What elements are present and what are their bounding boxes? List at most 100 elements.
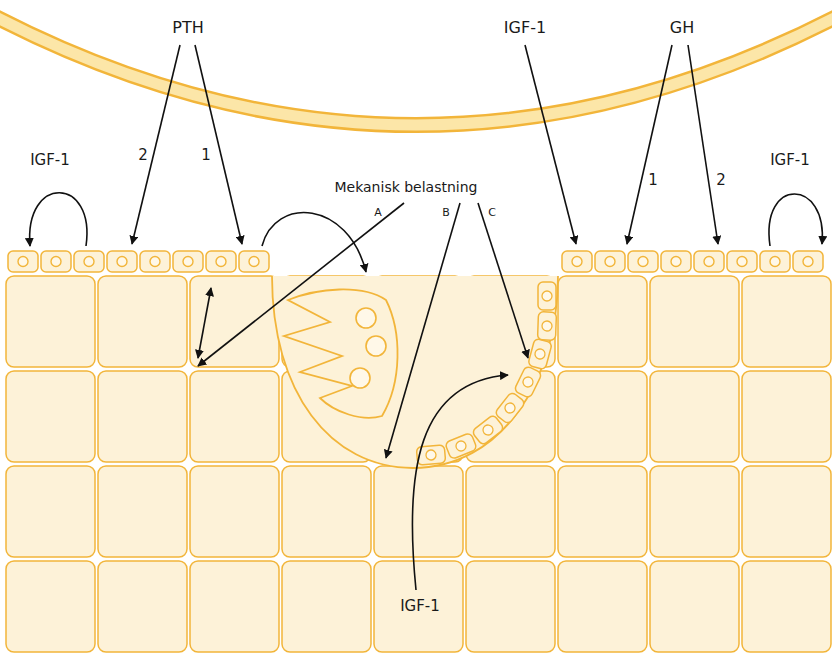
arrow <box>525 45 576 244</box>
nucleus <box>770 257 780 267</box>
bone-block <box>6 466 95 557</box>
arrow <box>30 193 87 246</box>
arrow <box>627 45 672 244</box>
osteoblast <box>538 282 556 310</box>
bone-block <box>742 466 831 557</box>
bone-block <box>190 276 279 367</box>
nucleus <box>638 257 648 267</box>
nucleus <box>150 257 160 267</box>
bone-block <box>6 276 95 367</box>
lining-cell <box>140 251 170 272</box>
nucleus <box>356 308 376 328</box>
lining-cell <box>206 251 236 272</box>
bone-matrix <box>6 276 831 652</box>
bone-block <box>466 561 555 652</box>
osteoblast-cell <box>445 432 478 459</box>
vessel-band <box>0 14 832 125</box>
osteoblast-cell <box>514 365 542 398</box>
bone-block <box>190 371 279 462</box>
bone-block <box>742 371 831 462</box>
nucleus <box>183 257 193 267</box>
nucleus <box>572 257 582 267</box>
osteoblast-cell <box>494 391 525 424</box>
text-label: IGF-1 <box>504 19 546 37</box>
text-label: 1 <box>201 147 211 164</box>
nucleus <box>503 401 517 415</box>
text-label: A <box>374 207 382 219</box>
nucleus <box>671 257 681 267</box>
vessel-band <box>0 14 832 125</box>
lining-cell <box>628 251 658 272</box>
osteoblast-cell <box>471 414 504 445</box>
nucleus <box>542 291 552 301</box>
arrow <box>262 213 366 272</box>
bone-block <box>98 276 187 367</box>
bone-block <box>466 466 555 557</box>
nucleus <box>454 439 467 452</box>
osteoblast <box>538 312 557 341</box>
bone-block <box>282 466 371 557</box>
nucleus <box>249 257 259 267</box>
lining-cell <box>173 251 203 272</box>
lining-cell <box>107 251 137 272</box>
lining-cells <box>8 251 823 272</box>
resorption-pit <box>272 276 558 468</box>
osteoblast-cell <box>528 338 553 370</box>
lining-cell <box>8 251 38 272</box>
nucleus <box>737 257 747 267</box>
text-label: 2 <box>716 172 726 189</box>
bone-block <box>650 466 739 557</box>
text-label: C <box>488 207 496 219</box>
nucleus <box>605 257 615 267</box>
arrow <box>769 194 822 246</box>
arrow <box>195 45 242 244</box>
text-label: IGF-1 <box>770 152 810 169</box>
osteoblast <box>494 391 525 424</box>
lining-cell <box>760 251 790 272</box>
bone-block <box>558 371 647 462</box>
nucleus <box>117 257 127 267</box>
bone-block <box>190 466 279 557</box>
nucleus <box>216 257 226 267</box>
bone-block <box>98 466 187 557</box>
nucleus <box>18 257 28 267</box>
bone-block <box>558 276 647 367</box>
arrow <box>688 45 718 244</box>
bone-block <box>6 561 95 652</box>
osteoclast <box>284 289 398 417</box>
text-label: Mekanisk belastning <box>334 180 477 195</box>
arrow <box>412 375 508 590</box>
lining-cell <box>562 251 592 272</box>
bone-block <box>650 276 739 367</box>
osteoblast <box>514 365 542 398</box>
nucleus <box>481 423 495 437</box>
nucleus <box>51 257 61 267</box>
nucleus <box>521 375 534 388</box>
lining-cell <box>694 251 724 272</box>
arrows <box>30 45 823 590</box>
text-label: B <box>442 207 450 219</box>
bone-block <box>6 371 95 462</box>
nucleus <box>84 257 94 267</box>
arrow <box>386 203 460 458</box>
bone-block <box>98 561 187 652</box>
nucleus <box>704 257 714 267</box>
text-label: PTH <box>172 19 203 37</box>
lining-cell <box>595 251 625 272</box>
osteoblast <box>471 414 504 445</box>
bone-block <box>558 561 647 652</box>
nucleus <box>534 348 546 360</box>
nucleus <box>803 257 813 267</box>
bone-block <box>374 561 463 652</box>
lining-cell <box>661 251 691 272</box>
bone-block <box>742 561 831 652</box>
osteoblast <box>445 432 478 459</box>
lining-cell <box>793 251 823 272</box>
bone-block <box>190 561 279 652</box>
bone-block <box>650 371 739 462</box>
lining-cell <box>41 251 71 272</box>
osteoblast-cell <box>538 312 557 341</box>
arrow <box>198 203 404 366</box>
